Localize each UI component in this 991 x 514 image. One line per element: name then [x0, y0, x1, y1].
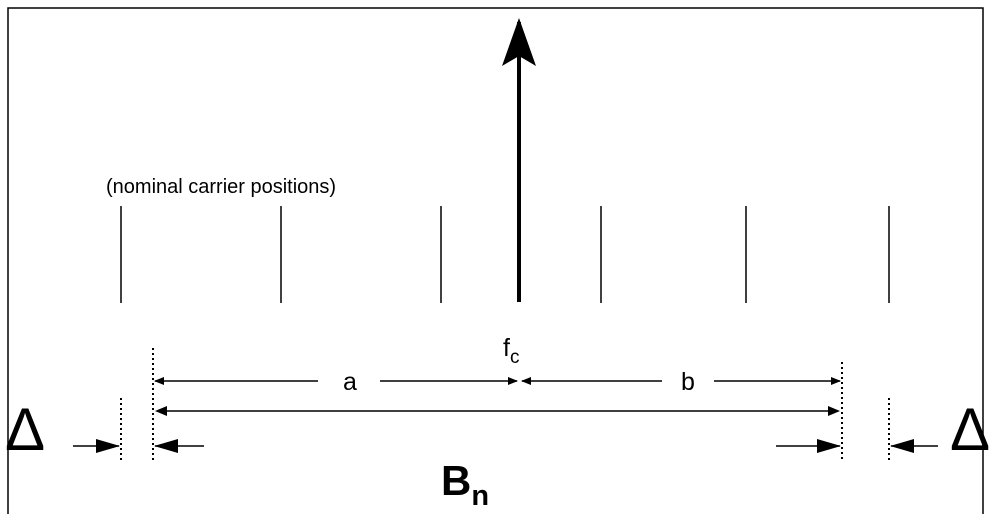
- fc-main-text: f: [503, 334, 510, 362]
- bn-main-text: B: [441, 457, 471, 504]
- delta-right-label: Δ: [950, 396, 990, 463]
- bn-subscript: n: [471, 480, 489, 512]
- carrier-fc-arrowhead: [502, 18, 536, 66]
- carrier-fc-label: fc: [503, 334, 519, 368]
- nominal-carrier-label: (nominal carrier positions): [106, 176, 336, 198]
- delta-left-label: Δ: [5, 396, 45, 463]
- bandwidth-arrowhead-left: [155, 406, 167, 416]
- bandwidth-arrowhead-right: [828, 406, 840, 416]
- dimension-b-label: b: [681, 368, 695, 396]
- frame-border: [7, 7, 984, 514]
- dimension-a-label: a: [343, 368, 357, 396]
- fc-subscript: c: [510, 347, 520, 368]
- bandwidth-label: Bn: [441, 457, 489, 512]
